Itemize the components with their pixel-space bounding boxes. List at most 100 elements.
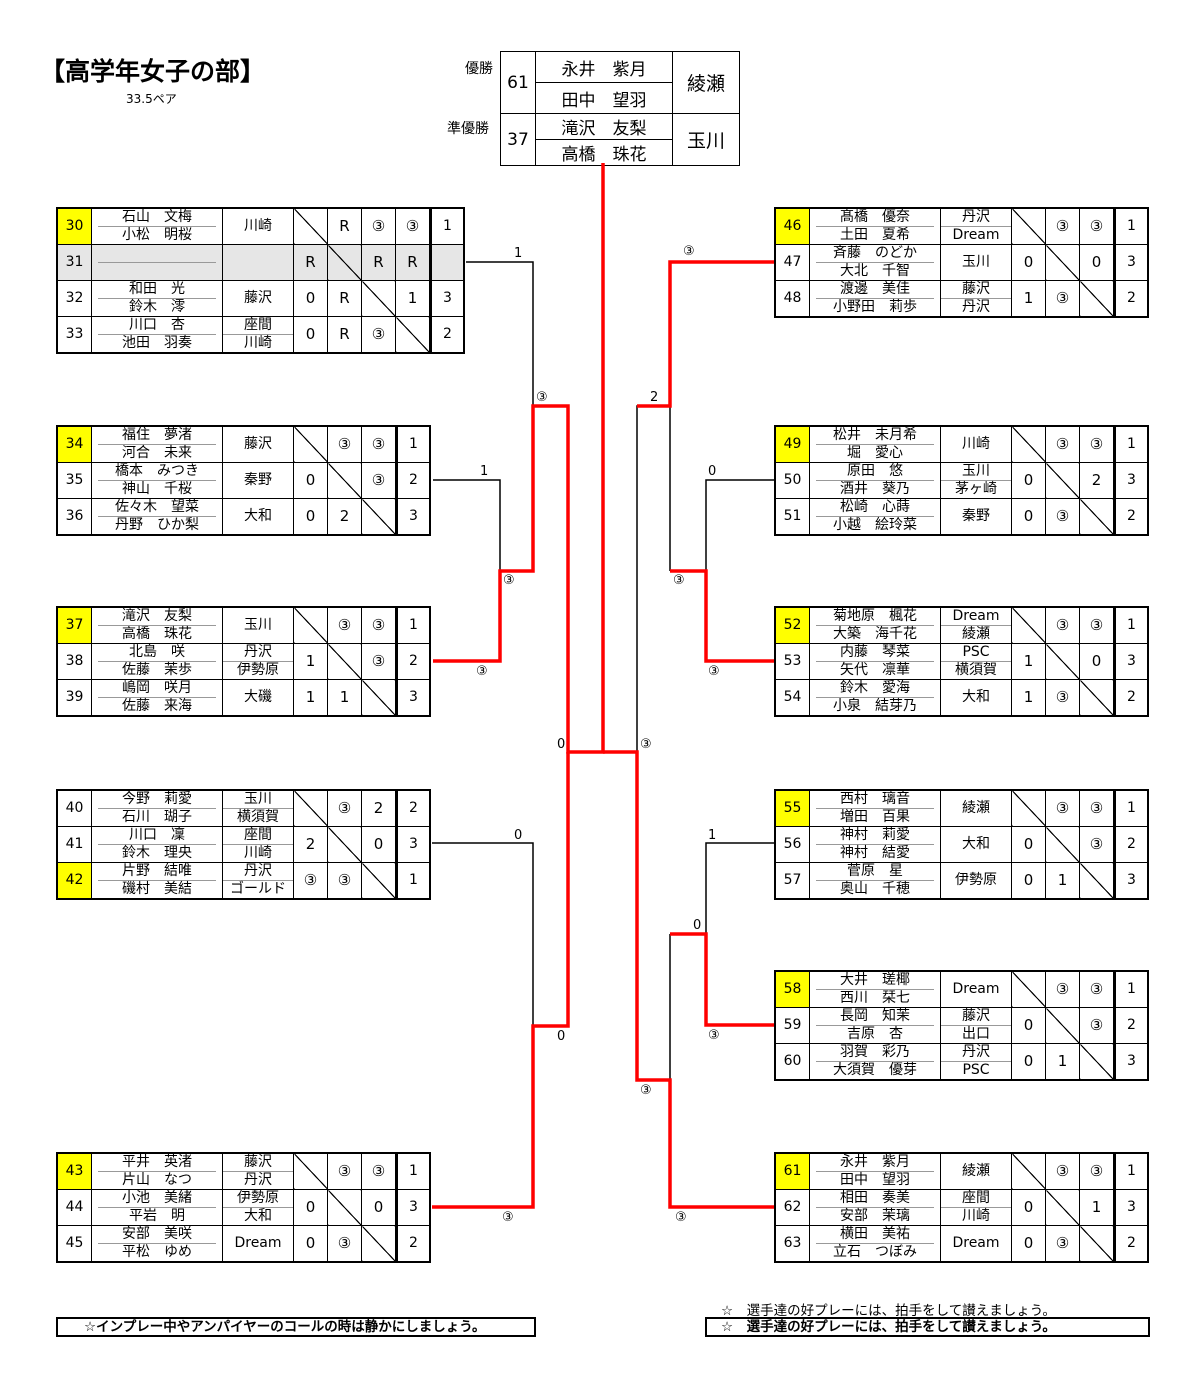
player-name-1: 西村 璃音 <box>816 791 934 809</box>
player-name-1: 今野 莉愛 <box>98 791 216 809</box>
team-name: 川崎 <box>222 207 294 245</box>
match-result: ③ <box>293 862 328 900</box>
notice-applause-box: ☆ 選手達の好プレーには、拍手をして讃えましょう。 <box>705 1317 1150 1337</box>
team-name-1: 藤沢 <box>941 1009 1011 1026</box>
team-name-1: 藤沢 <box>223 1154 293 1172</box>
team-name-1: 座間 <box>223 828 293 845</box>
player-name-2: 丹野 ひか梨 <box>115 517 199 533</box>
self-match-cell <box>1011 789 1046 827</box>
self-match-cell <box>1011 207 1046 245</box>
seed-number: 60 <box>774 1043 810 1081</box>
player-name-1: 永井 紫月 <box>816 1154 934 1172</box>
winner-seed: 61 <box>500 51 536 114</box>
match-result: ③ <box>1045 1225 1080 1263</box>
seed-number: 50 <box>774 462 810 499</box>
match-result: ③ <box>395 207 431 245</box>
group-rank: 3 <box>1113 862 1149 900</box>
notice-applause: ☆ 選手達の好プレーには、拍手をして讃えましょう。 <box>721 1303 1056 1319</box>
bracket-score: 0 <box>557 737 566 752</box>
player-name-2: 石川 瑚子 <box>122 809 192 825</box>
match-result: 2 <box>361 789 397 827</box>
team-name: 綾瀬 <box>940 789 1012 827</box>
self-match-cell <box>1079 679 1115 717</box>
team-name: 大和 <box>222 498 294 536</box>
match-result: 0 <box>293 462 328 499</box>
player-name-1: 菅原 星 <box>816 863 934 881</box>
match-result: R <box>327 280 362 317</box>
match-result: ③ <box>1079 970 1115 1008</box>
seed-number: 31 <box>56 244 92 281</box>
seed-number: 56 <box>774 826 810 863</box>
seed-number: 54 <box>774 679 810 717</box>
group-rank: 1 <box>395 1152 431 1190</box>
player-name-2: 磯村 美結 <box>122 881 192 897</box>
group-rank: 2 <box>1113 1007 1149 1044</box>
match-result: R <box>327 207 362 245</box>
self-match-cell <box>1011 970 1046 1008</box>
group-rank: 2 <box>1113 498 1149 536</box>
seed-number: 51 <box>774 498 810 536</box>
team-name: 玉川 <box>222 606 294 644</box>
player-name-1: 佐々木 望菜 <box>98 499 216 517</box>
match-result: ③ <box>361 316 396 354</box>
player-names: 原田 悠酒井 葵乃 <box>809 462 941 499</box>
player-name-2: 佐藤 来海 <box>122 698 192 714</box>
bracket-score: ③ <box>476 664 488 679</box>
runner-up-player-2: 高橋 珠花 <box>535 139 673 166</box>
player-name-2: 酒井 葵乃 <box>840 481 910 497</box>
team-name-2: 川崎 <box>244 335 272 351</box>
player-name-1: 北島 咲 <box>98 645 216 662</box>
match-result: ③ <box>1079 826 1115 863</box>
winner-player-2: 田中 望羽 <box>535 82 673 114</box>
player-names: 西村 璃音増田 百果 <box>809 789 941 827</box>
self-match-cell <box>327 826 362 863</box>
player-name-1 <box>98 246 216 263</box>
player-name-2: 大北 千智 <box>840 263 910 279</box>
match-result: 0 <box>293 1225 328 1263</box>
self-match-cell <box>361 679 397 717</box>
player-name-1: 斉藤 のどか <box>816 246 934 263</box>
player-name-2 <box>93 263 222 280</box>
team-name: 座間川崎 <box>222 826 294 863</box>
player-name-2: 神山 千桜 <box>122 481 192 497</box>
player-names: 永井 紫月田中 望羽 <box>809 1152 941 1190</box>
seed-number: 30 <box>56 207 92 245</box>
player-name-2: 鈴木 澪 <box>129 299 185 315</box>
match-result: 0 <box>1011 1189 1046 1226</box>
match-result: ③ <box>327 862 362 900</box>
seed-number: 44 <box>56 1189 92 1226</box>
match-result: 0 <box>293 280 328 317</box>
group-rank: 2 <box>1113 679 1149 717</box>
pair-count: 33.5ペア <box>126 92 177 106</box>
team-name: 座間川崎 <box>940 1189 1012 1226</box>
player-names: 北島 咲佐藤 茉歩 <box>91 643 223 680</box>
player-name-1: 大井 瑳椰 <box>816 972 934 990</box>
match-result: 0 <box>1011 1007 1046 1044</box>
seed-number: 40 <box>56 789 92 827</box>
team-name-2: 川崎 <box>962 1208 990 1224</box>
seed-number: 58 <box>774 970 810 1008</box>
self-match-cell <box>1011 425 1046 463</box>
player-names: 佐々木 望菜丹野 ひか梨 <box>91 498 223 536</box>
seed-number: 39 <box>56 679 92 717</box>
group-rank: 3 <box>429 280 465 317</box>
player-names: 神村 莉愛神村 結愛 <box>809 826 941 863</box>
match-result: 0 <box>361 1189 397 1226</box>
match-result: ③ <box>1045 425 1080 463</box>
group-rank: 2 <box>395 1225 431 1263</box>
team-name-1: 丹沢 <box>941 1044 1011 1062</box>
team-name-2: 綾瀬 <box>962 626 990 642</box>
team-name-1: 藤沢 <box>941 281 1011 299</box>
player-names <box>91 244 223 281</box>
